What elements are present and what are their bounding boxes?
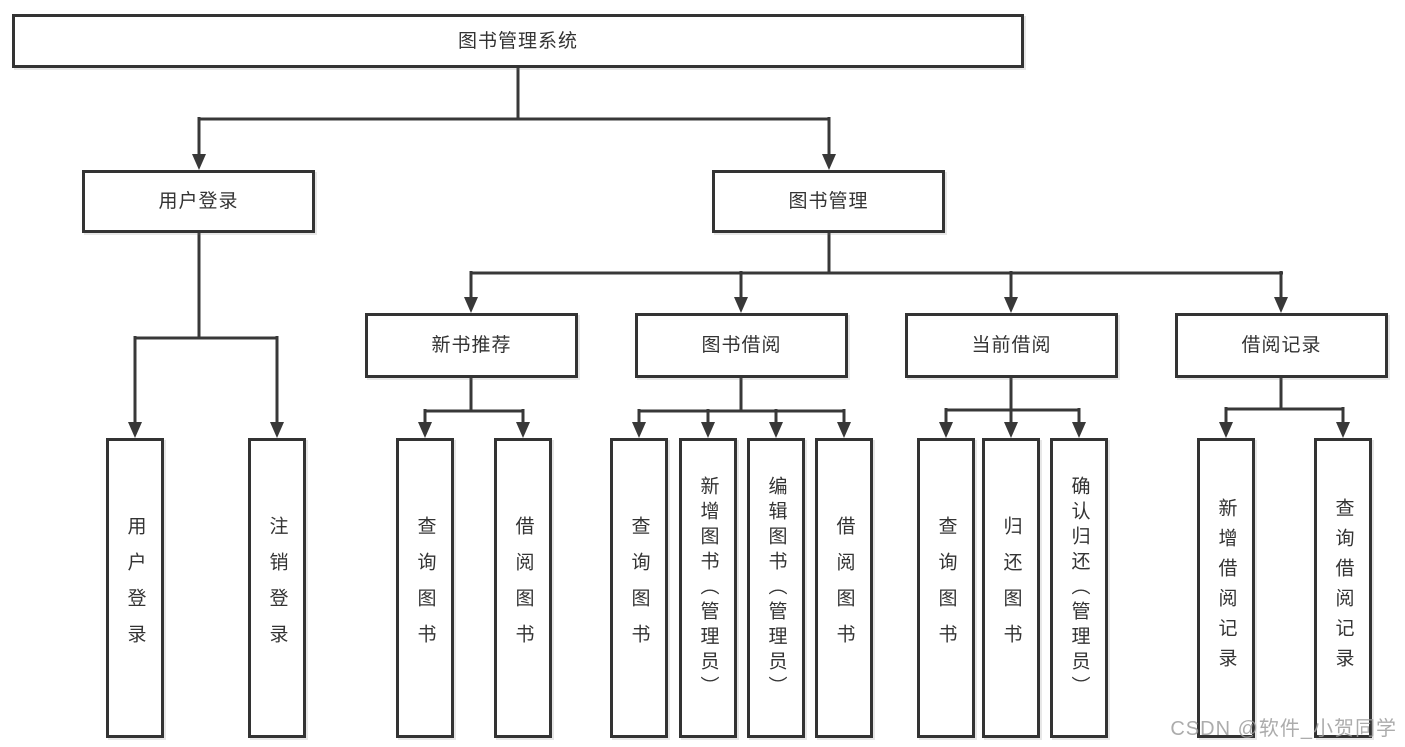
leaf-borrow-books-borrowing: 借阅图书 xyxy=(815,438,873,738)
node-label: 借阅图书 xyxy=(512,516,534,660)
node-book-borrowing: 图书借阅 xyxy=(635,313,848,378)
node-label: 当前借阅 xyxy=(971,335,1052,356)
node-label: 用户登录 xyxy=(158,191,239,212)
leaf-user-login: 用户登录 xyxy=(106,438,164,738)
leaf-add-borrow-record: 新增借阅记录 xyxy=(1197,438,1255,738)
connector-new-book-recommend-branch xyxy=(418,378,530,438)
connector-book-management-branch xyxy=(464,233,1288,313)
node-label: 用户登录 xyxy=(124,516,146,660)
node-label: 编辑图书（管理员） xyxy=(765,475,787,701)
leaf-logout-login: 注销登录 xyxy=(248,438,306,738)
leaf-add-books-admin: 新增图书（管理员） xyxy=(679,438,737,738)
connector-current-borrowing-branch xyxy=(939,378,1086,438)
connector-user-login-branch xyxy=(128,233,284,438)
node-borrowing-records: 借阅记录 xyxy=(1175,313,1388,378)
leaf-confirm-return-admin: 确认归还（管理员） xyxy=(1050,438,1108,738)
node-user-login: 用户登录 xyxy=(82,170,315,233)
leaf-query-books-borrowing: 查询图书 xyxy=(610,438,668,738)
leaf-edit-books-admin: 编辑图书（管理员） xyxy=(747,438,805,738)
csdn-watermark: CSDN @软件_小贺同学 xyxy=(1170,718,1397,740)
node-label: 新增借阅记录 xyxy=(1215,498,1237,678)
node-label: 查询图书 xyxy=(935,516,957,660)
leaf-query-borrow-record: 查询借阅记录 xyxy=(1314,438,1372,738)
leaf-query-books-current: 查询图书 xyxy=(917,438,975,738)
node-label: 图书管理 xyxy=(788,191,869,212)
node-label: 新增图书（管理员） xyxy=(697,475,719,701)
node-label: 查询图书 xyxy=(414,516,436,660)
node-label: 新书推荐 xyxy=(431,335,512,356)
node-label: 图书管理系统 xyxy=(457,30,578,52)
node-label: 查询借阅记录 xyxy=(1332,498,1354,678)
connector-borrowing-records-branch xyxy=(1219,378,1350,438)
connector-book-borrowing-branch xyxy=(632,378,851,438)
connector-root-to-level2 xyxy=(192,68,836,170)
node-label: 图书借阅 xyxy=(701,335,782,356)
leaf-return-books: 归还图书 xyxy=(982,438,1040,738)
node-label: 借阅记录 xyxy=(1241,335,1322,356)
node-label: 归还图书 xyxy=(1000,516,1022,660)
node-label: 注销登录 xyxy=(266,516,288,660)
node-book-management: 图书管理 xyxy=(712,170,945,233)
leaf-borrow-books-recommend: 借阅图书 xyxy=(494,438,552,738)
node-label: 借阅图书 xyxy=(833,516,855,660)
node-label: 确认归还（管理员） xyxy=(1068,475,1090,701)
node-label: 查询图书 xyxy=(628,516,650,660)
node-library-system: 图书管理系统 xyxy=(12,14,1024,68)
node-current-borrowing: 当前借阅 xyxy=(905,313,1118,378)
leaf-query-books-recommend: 查询图书 xyxy=(396,438,454,738)
node-new-book-recommend: 新书推荐 xyxy=(365,313,578,378)
